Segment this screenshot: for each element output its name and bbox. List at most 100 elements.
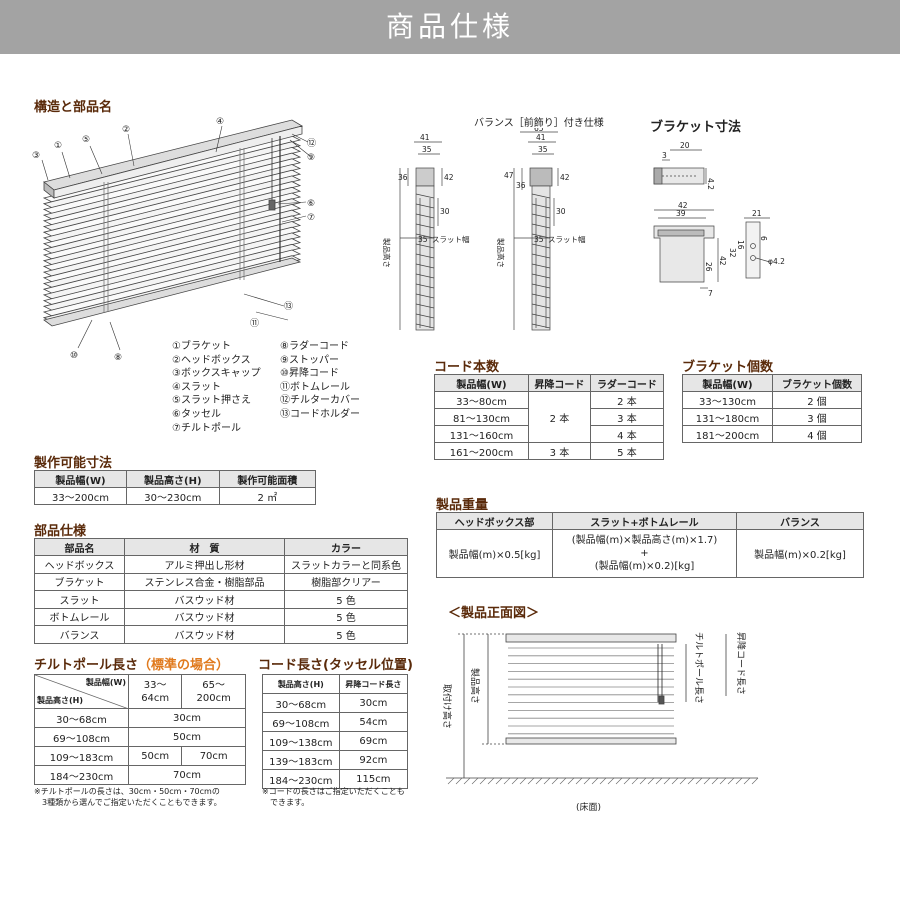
head-h: 製品高さ(H) [37, 696, 84, 705]
floor-hatch [463, 777, 471, 785]
dim-label: スラット幅 [548, 234, 586, 244]
floor-hatch [599, 777, 607, 785]
table-cell: 69～108cm [262, 712, 340, 732]
table-cell: 樹脂部クリアー [284, 572, 408, 591]
weight-table: ヘッドボックス部 スラット+ボトムレール バランス 製品幅(m)×0.5[kg]… [436, 512, 864, 578]
callout-1: ① [54, 141, 62, 151]
floor-hatch [679, 777, 687, 785]
floor-hatch [711, 777, 719, 785]
bracket-count-title: ブラケット個数 [682, 360, 774, 375]
bracket-diagram: 20 3 4.2 42 39 21 26 42 7 16 6 32 φ4.2 [653, 141, 785, 298]
dim-label: 47 [504, 171, 514, 180]
table-cell: 5 本 [589, 442, 665, 460]
table-header: 製品幅(W) [682, 374, 773, 392]
table-cell: 33～130cm [682, 391, 773, 409]
table-header: 製作可能面積 [218, 470, 317, 488]
parts-list-col1: ①ブラケット ②ヘッドボックス ③ボックスキャップ ④スラット ⑤スラット押さえ… [172, 340, 261, 435]
slat-section [531, 263, 551, 269]
front-view-title: ＜製品正面図＞ [448, 606, 540, 621]
dim-label: 30 [556, 207, 566, 216]
cord-length-note-1: ※コードの長さはご指定いただくことも [262, 787, 405, 796]
table-cell: 5 色 [284, 625, 408, 644]
table-cell: バスウッド材 [124, 625, 285, 644]
floor-hatch [543, 777, 551, 785]
dim-label: 製品高さ [382, 238, 392, 268]
floor-hatch [727, 777, 735, 785]
tilt-pole-title-main: チルトポール長さ [34, 658, 139, 673]
banner-title: 商品仕様 [385, 10, 514, 43]
callout-5: ⑤ [82, 135, 90, 145]
lift-length-label: 昇降コード長さ [735, 632, 747, 695]
table-cell: スラット [34, 590, 125, 609]
table-cell: 92cm [338, 750, 409, 770]
slat-section [415, 243, 435, 249]
callout-9: ⑨ [307, 153, 315, 163]
callout-7: ⑦ [307, 213, 315, 223]
dim-label: 42 [678, 201, 688, 210]
floor-hatch [703, 777, 711, 785]
cord-count-title: コード本数 [434, 360, 500, 375]
slat-section [415, 193, 435, 199]
slat-section [415, 253, 435, 259]
table-header: 製品高さ(H) [262, 674, 340, 694]
tassel [268, 199, 276, 211]
table-cell: 131～180cm [682, 408, 773, 426]
table-cell: 33～80cm [434, 391, 529, 409]
dim-label: φ4.2 [768, 257, 785, 266]
table-cell: 30cm [338, 693, 409, 713]
floor-hatch [607, 777, 615, 785]
floor-hatch [471, 777, 479, 785]
part-item: ⑦チルトポール [172, 422, 241, 434]
dim-label: 16 [736, 240, 745, 250]
floor-hatch [535, 777, 543, 785]
slat-section [415, 303, 435, 309]
floor-hatch [591, 777, 599, 785]
table-cell: 50cm [128, 727, 246, 747]
table-cell: バスウッド材 [124, 590, 285, 609]
table-cell: 70cm [181, 746, 246, 766]
table-header: 65～ 200cm [181, 674, 246, 709]
size-range-table: 製品幅(W) 製品高さ(H) 製作可能面積 33～200cm 30～230cm … [34, 470, 317, 505]
table-cell: 30～68cm [262, 693, 340, 713]
blind-structure-diagram: ③ ① ⑤ ② ④ ⑫ ⑨ ⑥ ⑦ ⑬ ⑪ ⑩ ⑧ [32, 117, 316, 363]
weight-plus: + [640, 548, 649, 559]
floor-hatch [575, 777, 583, 785]
callout-10: ⑩ [70, 351, 78, 361]
dim-label: 32 [728, 248, 737, 258]
table-cell: 3 本 [589, 408, 665, 426]
floor-hatch [743, 777, 751, 785]
cord-length-title: コード長さ(タッセル位置) [258, 658, 413, 673]
dim-label: 41 [536, 133, 546, 142]
table-header: ブラケット個数 [772, 374, 862, 392]
table-cell: 30～68cm [34, 708, 129, 728]
dim-label: 42 [560, 173, 570, 182]
slat-section [415, 203, 435, 209]
dim-label: 3 [662, 151, 667, 160]
floor-hatch [527, 777, 535, 785]
table-cell: 184～230cm [262, 769, 340, 789]
table-header: 材 質 [124, 538, 285, 556]
callout-8: ⑧ [114, 353, 122, 363]
table-header: 製品高さ(H) [125, 470, 220, 488]
table-cell: 30～230cm [125, 487, 220, 505]
table-cell: 2 ㎡ [218, 487, 317, 505]
table-header: ラダーコード [589, 374, 665, 392]
floor-hatch [719, 777, 727, 785]
table-header: 昇降コード長さ [338, 674, 409, 694]
table-cell: ボトムレール [34, 607, 125, 626]
floor-hatch [567, 777, 575, 785]
dim-label: 36 [398, 173, 408, 182]
part-item: ②ヘッドボックス [172, 354, 251, 366]
dim-label: 39 [676, 209, 686, 218]
dim-label: 35 [534, 235, 544, 244]
weight-line1: (製品幅(m)×製品高さ(m)×1.7) [571, 535, 718, 546]
part-item: ⑤スラット押さえ [172, 395, 251, 407]
table-header: 部品名 [34, 538, 125, 556]
diagonal-header: 製品幅(W) 製品高さ(H) [34, 674, 129, 709]
dim-label: 35 [422, 145, 432, 154]
floor-hatch [559, 777, 567, 785]
table-cell: 139～183cm [262, 750, 340, 770]
slat-section [531, 283, 551, 289]
part-item: ⑩昇降コード [280, 368, 339, 380]
